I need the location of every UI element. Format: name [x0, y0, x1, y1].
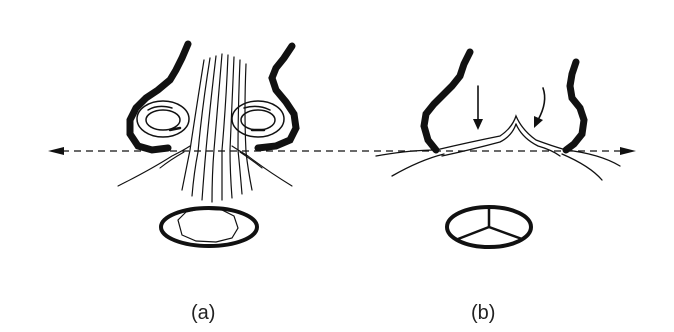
panel-b-label: (b): [471, 302, 495, 325]
panel-a-label: (a): [191, 302, 215, 325]
